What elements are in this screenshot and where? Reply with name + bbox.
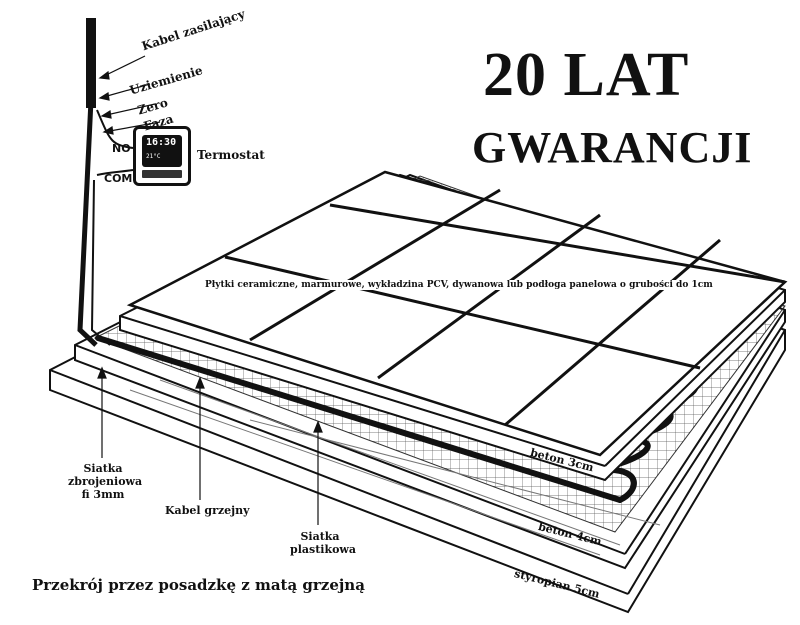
no-terminal-label: NO [112,142,131,155]
thermostat-label: Termostat [197,148,265,162]
thermostat-screen: 16:30 21°C [142,135,182,167]
callout-lines [97,55,323,525]
thermostat-device: 16:30 21°C [133,126,191,186]
tile-surface [126,170,788,457]
plastic-mesh-line2: plastikowa [290,543,357,556]
com-terminal-label: COM [104,172,133,185]
supply-wiring [77,18,134,347]
heating-cable-label: Kabel grzejny [165,504,250,517]
reinforcement-mesh-label: Siatka zbrojeniowa fi 3mm [68,462,143,501]
floor-finish-label: Płytki ceramiczne, marmurowe, wykładzina… [205,280,713,290]
thermostat-buttons [142,170,182,178]
reinforcement-mesh-line2: zbrojeniowa [68,475,143,488]
headline-years: 20 LAT [483,41,690,109]
thermostat-temp: 21°C [146,153,161,160]
diagram-caption: Przekrój przez posadzkę z matą grzejną [32,576,365,594]
plastic-mesh-line1: Siatka [300,530,340,543]
plastic-mesh-label: Siatka plastikowa [290,530,357,556]
thermostat-time: 16:30 [146,137,177,148]
headline-warranty: GWARANCJI [472,123,753,172]
reinforcement-mesh-line1: Siatka [83,462,123,475]
reinforcement-mesh-line3: fi 3mm [81,488,125,501]
